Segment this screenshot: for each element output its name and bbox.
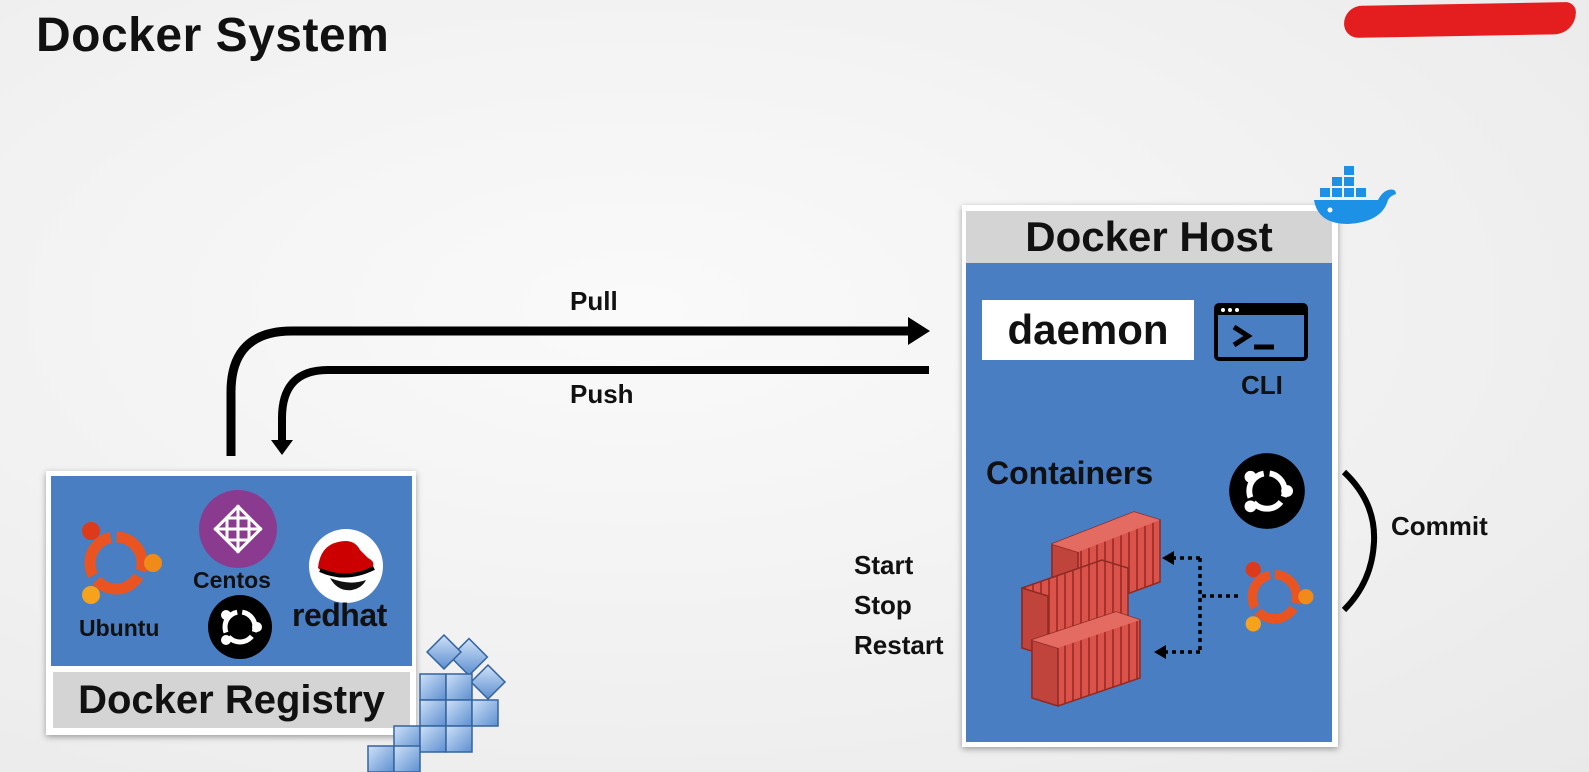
container-dotted-arrows [1154,551,1238,659]
daemon-box: daemon [982,300,1194,360]
page-title: Docker System [36,9,390,62]
ubuntu-black-logo-host [1229,453,1305,529]
redhat-label: redhat [292,597,387,633]
commit-label: Commit [1391,511,1488,541]
action-stop: Stop [854,590,912,620]
push-label: Push [570,379,634,409]
redhat-logo [309,529,383,603]
ubuntu-logo [82,522,162,604]
docker-whale-icon [1314,166,1396,224]
registry-label: Docker Registry [51,670,412,730]
pull-arrow [226,326,912,456]
terminal-icon [1214,303,1308,361]
ubuntu-logo-host [1245,561,1314,632]
centos-logo [199,490,277,568]
action-start: Start [854,550,914,580]
containers-heading: Containers [986,455,1154,491]
push-arrowhead [271,440,293,455]
push-arrow [278,366,929,442]
host-label: Docker Host [966,211,1332,263]
action-restart: Restart [854,630,944,660]
pull-arrowhead [908,317,930,345]
cli-label: CLI [1241,370,1283,400]
shipping-container-icon [1021,511,1161,708]
registry-cubes-icon [367,633,507,772]
pull-label: Pull [570,286,618,316]
commit-arc [1341,469,1378,613]
centos-label: Centos [193,567,271,593]
ubuntu-black-logo [208,595,272,659]
ubuntu-label: Ubuntu [79,615,160,641]
